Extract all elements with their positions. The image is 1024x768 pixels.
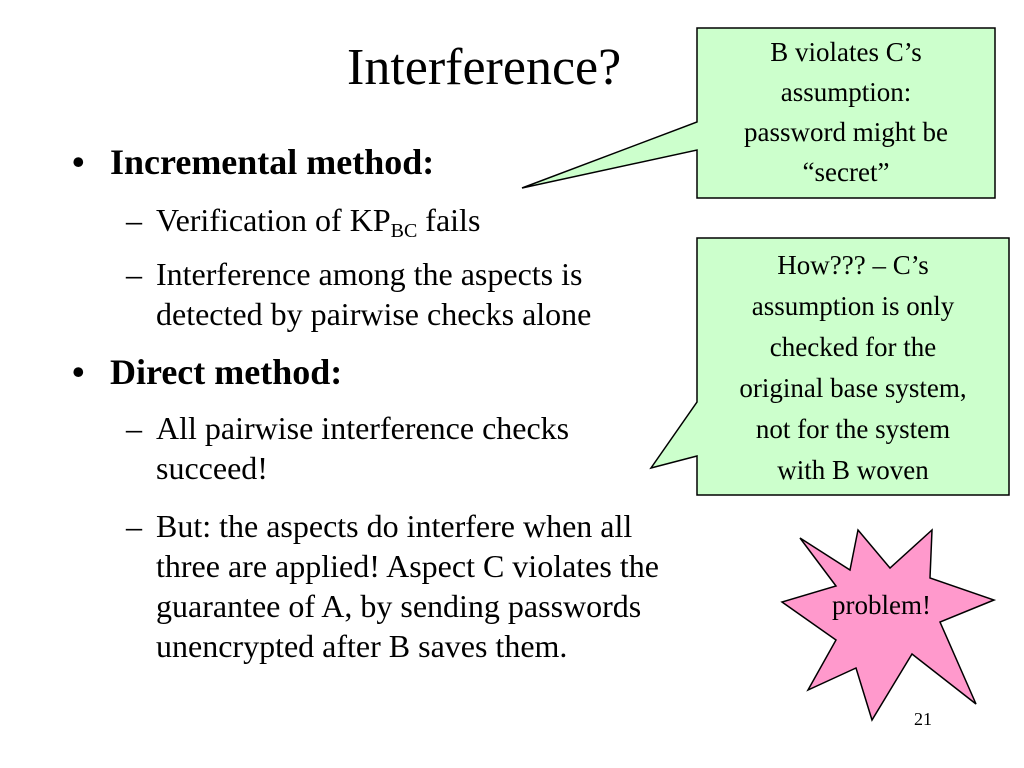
slide-title: Interference? [347, 39, 622, 96]
callout-1-text: B violates C’s assumption: password migh… [744, 37, 948, 187]
bullet-dot-icon: • [72, 142, 85, 182]
page-number: 21 [914, 709, 932, 729]
dash-icon: – [126, 202, 142, 238]
callout-2-shape [649, 237, 1010, 496]
dash-icon: – [126, 410, 142, 446]
bullet-text: Incremental method: [110, 142, 435, 182]
callout-1-shape [521, 27, 996, 199]
problem-burst-label: problem! [832, 590, 931, 620]
dash-icon: – [126, 508, 142, 544]
bullet-text: Direct method: [110, 352, 343, 392]
problem-burst-shape [780, 528, 997, 722]
dash-icon: – [126, 256, 142, 292]
callout-2-text: How??? – C’s assumption is only checked … [739, 250, 967, 485]
subitem-text: But: the aspects do interfere when all t… [156, 508, 659, 664]
subitem-text: Verification of KPBC fails [156, 202, 481, 242]
subitem-text: Interference among the aspects is detect… [156, 256, 592, 332]
bullet-dot-icon: • [72, 352, 85, 392]
subitem-text: All pairwise interference checks succeed… [156, 410, 570, 486]
subscript-bc: BC [390, 220, 418, 242]
